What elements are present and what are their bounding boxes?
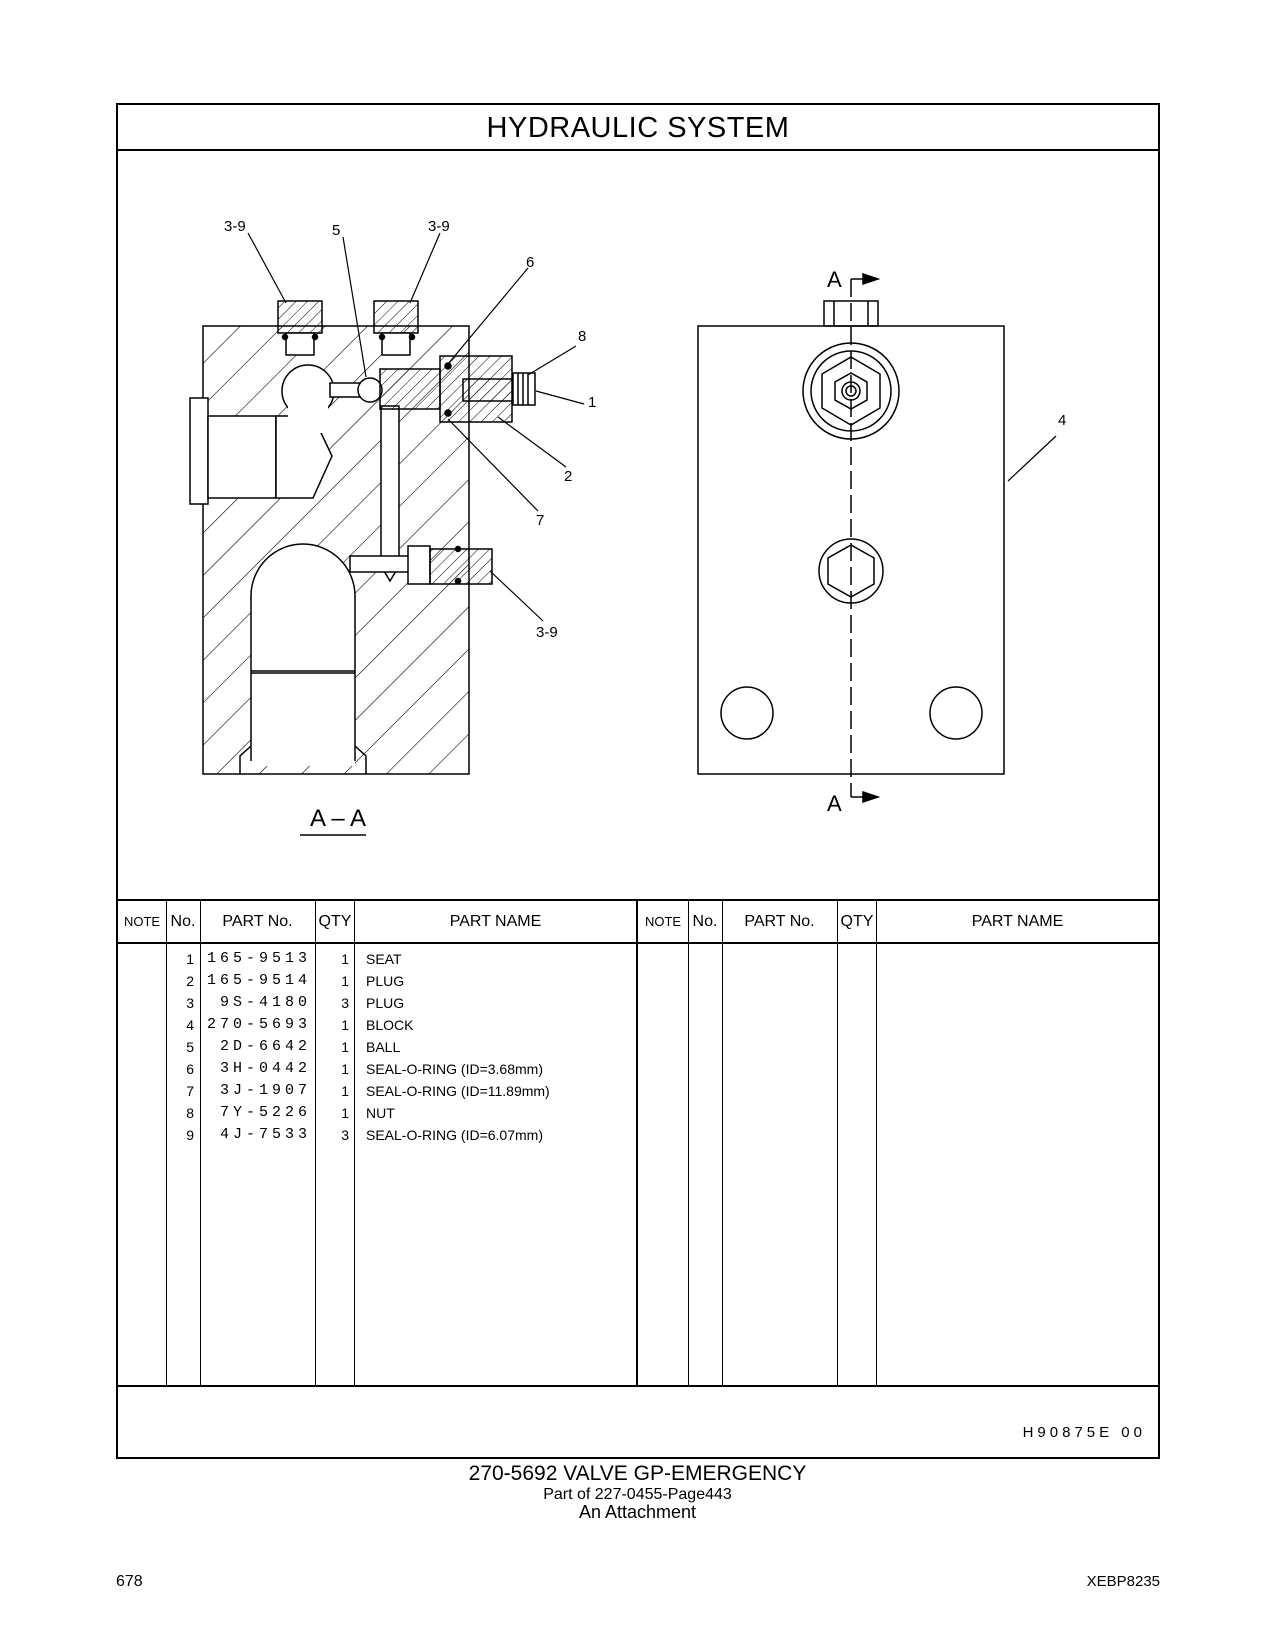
part-number: 9S-4180 bbox=[219, 994, 311, 1011]
item-number: 9 bbox=[186, 1127, 194, 1143]
quantity: 1 bbox=[341, 1017, 349, 1033]
quantity: 1 bbox=[341, 951, 349, 967]
exterior-view bbox=[697, 272, 1005, 804]
item-number: 5 bbox=[186, 1039, 194, 1055]
table-rule bbox=[688, 899, 689, 1385]
table-row: 7 3J-1907 1 SEAL-O-RING (ID=11.89mm) bbox=[118, 1080, 1158, 1102]
page-number: 678 bbox=[116, 1573, 143, 1590]
table-divider bbox=[636, 899, 638, 1385]
col-part-no-2: PART No. bbox=[744, 913, 815, 930]
callout-labels: 3-9 5 3-9 6 8 1 2 7 3-9 4 bbox=[224, 218, 1066, 641]
leader-lines bbox=[247, 232, 1057, 622]
section-marker-top: A bbox=[827, 267, 842, 292]
part-number: 165-9513 bbox=[206, 950, 311, 967]
table-rule bbox=[354, 899, 355, 1385]
part-number: 3H-0442 bbox=[219, 1060, 311, 1077]
table-rule bbox=[876, 899, 877, 1385]
col-note: NOTE bbox=[123, 914, 161, 929]
part-name: BLOCK bbox=[366, 1017, 414, 1033]
col-qty: QTY bbox=[318, 913, 352, 930]
col-note-2: NOTE bbox=[644, 914, 682, 929]
col-part-no: PART No. bbox=[222, 913, 293, 930]
item-number: 2 bbox=[186, 973, 194, 989]
col-part-name-2: PART NAME bbox=[971, 913, 1064, 930]
table-rule bbox=[200, 899, 201, 1385]
part-number: 270-5693 bbox=[206, 1016, 311, 1033]
table-row: 2 165-9514 1 PLUG bbox=[118, 970, 1158, 992]
item-number: 3 bbox=[186, 995, 194, 1011]
callout-3-9-b: 3-9 bbox=[428, 218, 450, 235]
assembly-title: 270-5692 VALVE GP-EMERGENCY bbox=[468, 1462, 807, 1485]
table-row: 8 7Y-5226 1 NUT bbox=[118, 1102, 1158, 1124]
part-name: SEAT bbox=[366, 951, 402, 967]
quantity: 1 bbox=[341, 1039, 349, 1055]
part-name: SEAL-O-RING (ID=6.07mm) bbox=[366, 1127, 543, 1143]
part-number: 3J-1907 bbox=[219, 1082, 311, 1099]
assembly-type: An Attachment bbox=[578, 1502, 697, 1522]
quantity: 1 bbox=[341, 973, 349, 989]
part-number: 165-9514 bbox=[206, 972, 311, 989]
callout-5: 5 bbox=[332, 222, 340, 239]
callout-8: 8 bbox=[578, 328, 586, 345]
item-number: 7 bbox=[186, 1083, 194, 1099]
item-number: 8 bbox=[186, 1105, 194, 1121]
callout-2: 2 bbox=[564, 468, 572, 485]
table-row: 4 270-5693 1 BLOCK bbox=[118, 1014, 1158, 1036]
table-row: 9 4J-7533 3 SEAL-O-RING (ID=6.07mm) bbox=[118, 1124, 1158, 1146]
table-row: 6 3H-0442 1 SEAL-O-RING (ID=3.68mm) bbox=[118, 1058, 1158, 1080]
callout-7: 7 bbox=[536, 512, 544, 529]
table-rule bbox=[315, 899, 316, 1385]
part-number: 2D-6642 bbox=[219, 1038, 311, 1055]
callout-6: 6 bbox=[526, 254, 534, 271]
part-name: PLUG bbox=[366, 995, 405, 1011]
callout-4: 4 bbox=[1058, 412, 1066, 429]
page-title: HYDRAULIC SYSTEM bbox=[118, 105, 1158, 151]
part-name: SEAL-O-RING (ID=3.68mm) bbox=[366, 1061, 543, 1077]
table-rule bbox=[722, 899, 723, 1385]
table-bottom-rule bbox=[118, 1385, 1158, 1387]
table-row: 3 9S-4180 3 PLUG bbox=[118, 992, 1158, 1014]
part-name: BALL bbox=[366, 1039, 401, 1055]
document-code: XEBP8235 bbox=[1086, 1573, 1160, 1590]
part-number: 4J-7533 bbox=[219, 1126, 311, 1143]
callout-3-9-c: 3-9 bbox=[536, 624, 558, 641]
quantity: 3 bbox=[341, 995, 349, 1011]
quantity: 1 bbox=[341, 1105, 349, 1121]
parts-sheet-frame: HYDRAULIC SYSTEM bbox=[116, 103, 1160, 1459]
table-rule bbox=[166, 899, 167, 1385]
item-number: 6 bbox=[186, 1061, 194, 1077]
table-row: 5 2D-6642 1 BALL bbox=[118, 1036, 1158, 1058]
section-view bbox=[189, 300, 536, 775]
col-part-name: PART NAME bbox=[449, 913, 542, 930]
col-no: No. bbox=[170, 913, 196, 930]
callout-1: 1 bbox=[588, 394, 596, 411]
quantity: 1 bbox=[341, 1083, 349, 1099]
part-name: PLUG bbox=[366, 973, 405, 989]
part-name: NUT bbox=[366, 1105, 395, 1121]
col-no-2: No. bbox=[692, 913, 718, 930]
assembly-parent: Part of 227-0455-Page443 bbox=[543, 1486, 732, 1503]
table-rule bbox=[837, 899, 838, 1385]
item-number: 4 bbox=[186, 1017, 194, 1033]
illustration-code: H90875E 00 bbox=[1022, 1424, 1146, 1441]
valve-drawing: 3-9 5 3-9 6 8 1 2 7 3-9 4 A – A bbox=[189, 218, 1066, 836]
section-marker-bottom: A bbox=[827, 791, 842, 816]
section-label: A – A bbox=[310, 805, 366, 832]
quantity: 1 bbox=[341, 1061, 349, 1077]
part-name: SEAL-O-RING (ID=11.89mm) bbox=[366, 1083, 550, 1099]
table-row: 1 165-9513 1 SEAT bbox=[118, 948, 1158, 970]
quantity: 3 bbox=[341, 1127, 349, 1143]
callout-3-9-a: 3-9 bbox=[224, 218, 246, 235]
parts-table-header: NOTE No. PART No. QTY PART NAME NOTE No.… bbox=[118, 899, 1158, 944]
col-qty-2: QTY bbox=[840, 913, 874, 930]
part-number: 7Y-5226 bbox=[219, 1104, 311, 1121]
item-number: 1 bbox=[186, 951, 194, 967]
